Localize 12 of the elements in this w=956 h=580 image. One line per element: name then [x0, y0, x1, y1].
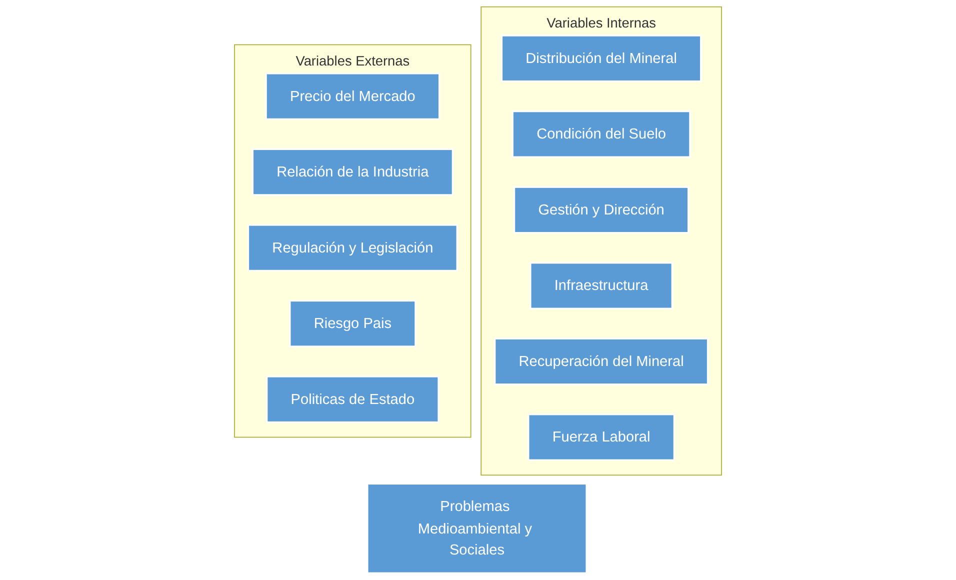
node-box: Infraestructura [530, 262, 674, 310]
node-box: Politicas de Estado [266, 376, 440, 424]
node-box: Gestión y Dirección [513, 186, 690, 234]
node-box: Regulación y Legislación [247, 224, 458, 272]
node-box: Relación de la Industria [252, 148, 454, 196]
node-box: Recuperación del Mineral [494, 338, 709, 386]
node-box: Distribución del Mineral [500, 34, 702, 82]
node-box: Precio del Mercado [265, 72, 440, 120]
node-box: Fuerza Laboral [528, 414, 676, 461]
node-box: Problemas Medioambiental y Sociales [366, 482, 588, 574]
node-box: Riesgo Pais [289, 300, 416, 348]
node-box: Condición del Suelo [512, 110, 691, 158]
